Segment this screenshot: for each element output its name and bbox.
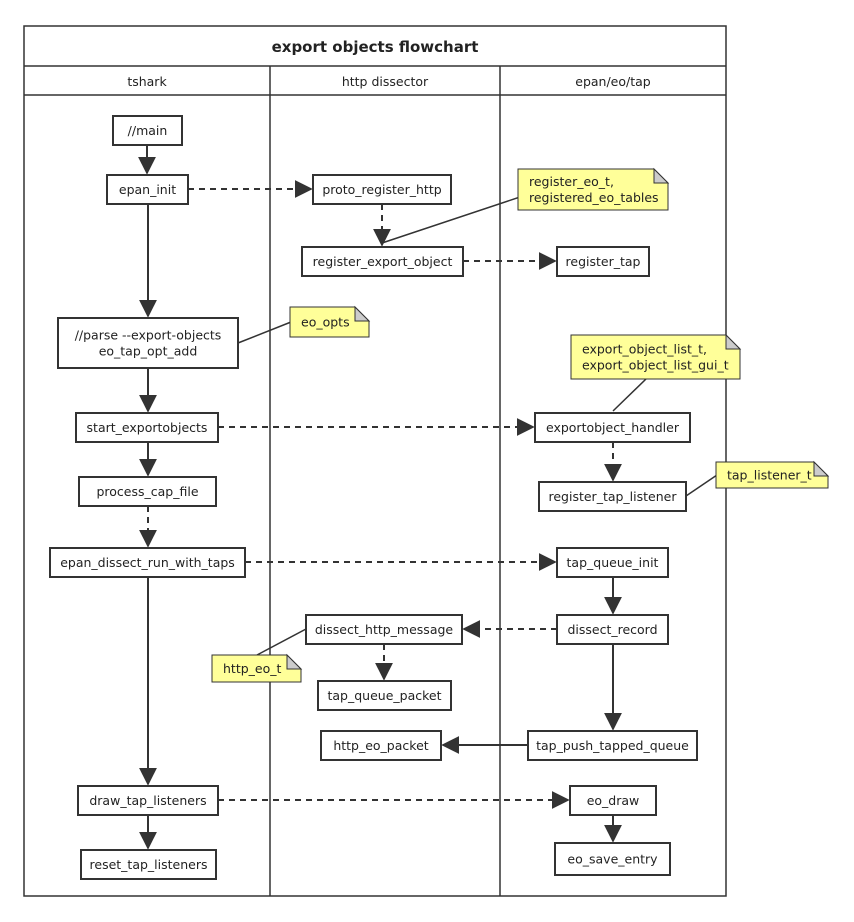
node-label-reset_tap_listeners: reset_tap_listeners — [90, 857, 208, 872]
note-body-note_tap_listener — [715, 461, 829, 489]
note-body-note_register_eo — [517, 168, 669, 211]
node-register_export_object: register_export_object — [301, 246, 464, 277]
note-connector-note_eo_opts — [237, 321, 292, 344]
note-fold-note_export_object_list — [725, 333, 742, 350]
node-label-dissect_record: dissect_record — [567, 622, 657, 637]
node-label-register_tap: register_tap — [566, 254, 641, 269]
note-label-note_register_eo: register_eo_t, — [529, 174, 614, 189]
node-label-draw_tap_listeners: draw_tap_listeners — [89, 793, 206, 808]
node-box-eo_draw — [569, 785, 657, 816]
node-label-start_exportobjects: start_exportobjects — [87, 420, 208, 435]
note-fold-note_eo_opts — [354, 305, 371, 322]
node-eo_draw: eo_draw — [569, 785, 657, 816]
note-label-note_export_object_list: export_object_list_t, — [582, 342, 707, 357]
note-note_export_object_list: export_object_list_t,export_object_list_… — [570, 333, 742, 380]
node-tap_push_tapped_queue: tap_push_tapped_queue — [527, 730, 698, 761]
node-box-draw_tap_listeners — [77, 785, 219, 816]
node-epan_init: epan_init — [106, 174, 189, 205]
node-box-tap_queue_packet — [317, 680, 452, 711]
node-box-exportobject_handler — [534, 412, 691, 443]
note-body-note_http_eo — [211, 654, 302, 683]
node-box-tap_push_tapped_queue — [527, 730, 698, 761]
node-box-register_tap — [556, 246, 650, 277]
note-note_http_eo: http_eo_t — [211, 653, 303, 683]
diagram-title: export objects flowchart — [272, 38, 479, 56]
node-tap_queue_init: tap_queue_init — [556, 547, 669, 578]
node-label-epan_dissect_run_with_taps: epan_dissect_run_with_taps — [60, 555, 235, 570]
node-label-parse: //parse --export-objects — [75, 328, 222, 343]
node-label-tap_push_tapped_queue: tap_push_tapped_queue — [536, 738, 689, 753]
note-fold-note_register_eo — [653, 167, 670, 184]
node-box-reset_tap_listeners — [80, 849, 217, 880]
node-exportobject_handler: exportobject_handler — [534, 412, 691, 443]
note-fold-note_tap_listener — [813, 460, 830, 477]
node-box-epan_init — [106, 174, 189, 205]
note-label-note_http_eo: http_eo_t — [223, 661, 281, 676]
note-note_register_eo: register_eo_t,registered_eo_tables — [517, 167, 670, 211]
node-label-parse: eo_tap_opt_add — [99, 344, 198, 359]
note-label-note_export_object_list: export_object_list_gui_t — [582, 358, 729, 373]
node-label-process_cap_file: process_cap_file — [96, 484, 198, 499]
node-box-tap_queue_init — [556, 547, 669, 578]
node-start_exportobjects: start_exportobjects — [75, 412, 219, 443]
note-note_tap_listener: tap_listener_t — [715, 460, 830, 489]
node-label-dissect_http_message: dissect_http_message — [315, 622, 454, 637]
node-label-proto_register_http: proto_register_http — [322, 182, 441, 197]
node-dissect_record: dissect_record — [556, 614, 669, 645]
node-label-epan_init: epan_init — [119, 182, 176, 197]
node-box-main — [112, 115, 183, 146]
note-label-note_tap_listener: tap_listener_t — [727, 468, 812, 483]
node-tap_queue_packet: tap_queue_packet — [317, 680, 452, 711]
node-register_tap_listener: register_tap_listener — [538, 481, 687, 512]
note-connector-note_register_eo — [381, 192, 533, 244]
node-label-tap_queue_init: tap_queue_init — [567, 555, 659, 570]
note-connector-note_export_object_list — [612, 378, 647, 412]
node-box-process_cap_file — [78, 476, 217, 507]
node-proto_register_http: proto_register_http — [312, 174, 452, 205]
node-http_eo_packet: http_eo_packet — [320, 730, 442, 761]
node-label-main: //main — [128, 123, 168, 138]
node-process_cap_file: process_cap_file — [78, 476, 217, 507]
note-fold-note_http_eo — [286, 653, 303, 670]
note-body-note_export_object_list — [570, 334, 741, 380]
node-label-eo_draw: eo_draw — [587, 793, 640, 808]
node-label-http_eo_packet: http_eo_packet — [333, 738, 428, 753]
note-note_eo_opts: eo_opts — [289, 305, 371, 338]
note-connector-note_tap_listener — [685, 474, 718, 497]
node-box-register_tap_listener — [538, 481, 687, 512]
node-box-dissect_http_message — [305, 614, 463, 645]
node-epan_dissect_run_with_taps: epan_dissect_run_with_taps — [49, 547, 246, 578]
node-box-proto_register_http — [312, 174, 452, 205]
node-box-dissect_record — [556, 614, 669, 645]
note-body-note_eo_opts — [289, 306, 370, 338]
lane-label-http-dissector: http dissector — [342, 74, 429, 89]
node-dissect_http_message: dissect_http_message — [305, 614, 463, 645]
note-connector-note_http_eo — [256, 628, 307, 656]
node-reset_tap_listeners: reset_tap_listeners — [80, 849, 217, 880]
note-label-note_register_eo: registered_eo_tables — [529, 190, 659, 205]
node-label-register_export_object: register_export_object — [313, 254, 453, 269]
node-box-start_exportobjects — [75, 412, 219, 443]
node-box-http_eo_packet — [320, 730, 442, 761]
lane-label-tshark: tshark — [127, 74, 167, 89]
node-register_tap: register_tap — [556, 246, 650, 277]
note-label-note_eo_opts: eo_opts — [301, 315, 350, 330]
node-box-eo_save_entry — [554, 842, 671, 876]
node-box-parse — [57, 317, 239, 369]
swimlane-frame — [23, 25, 727, 897]
node-label-tap_queue_packet: tap_queue_packet — [327, 688, 441, 703]
node-eo_save_entry: eo_save_entry — [554, 842, 671, 876]
node-main: //main — [112, 115, 183, 146]
lane-label-epan-eo-tap: epan/eo/tap — [575, 74, 651, 89]
node-box-register_export_object — [301, 246, 464, 277]
node-draw_tap_listeners: draw_tap_listeners — [77, 785, 219, 816]
node-label-eo_save_entry: eo_save_entry — [567, 852, 658, 867]
node-label-register_tap_listener: register_tap_listener — [548, 489, 677, 504]
node-box-epan_dissect_run_with_taps — [49, 547, 246, 578]
node-label-exportobject_handler: exportobject_handler — [546, 420, 680, 435]
